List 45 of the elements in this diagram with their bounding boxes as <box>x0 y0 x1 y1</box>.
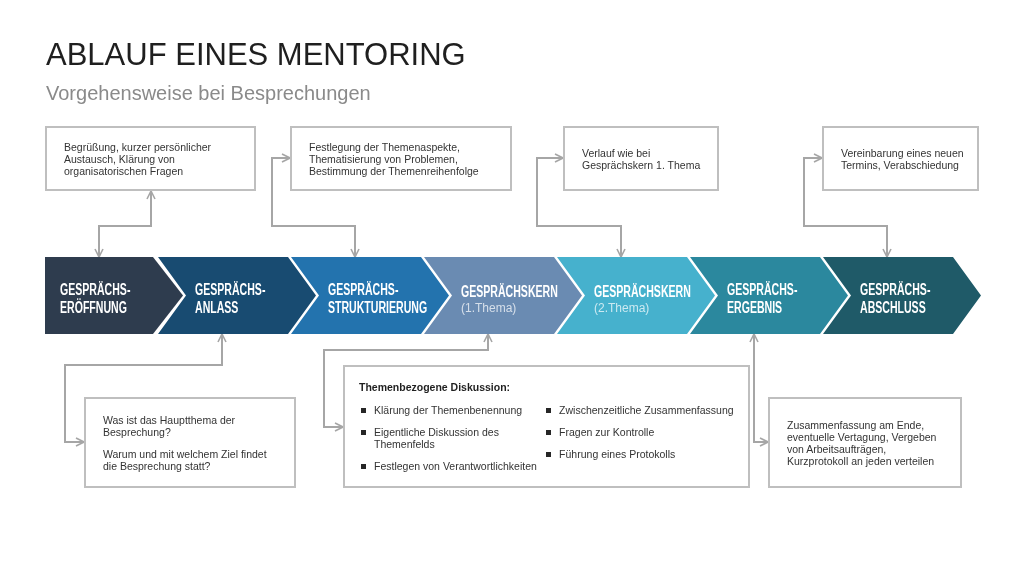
step-subtitle: (1.Thema) <box>461 300 517 315</box>
step-title: GESPRÄCHSKERN <box>461 282 558 301</box>
step-title: GESPRÄCHS- ANLASS <box>195 280 266 317</box>
description-text: Festlegung der Themenaspekte, Thematisierung von Problemen, Bestimmung der Themenreihenfolge <box>309 140 480 177</box>
step-title: GESPRÄCHS- ERÖFFNUNG <box>60 280 131 317</box>
chevron-step <box>557 257 715 334</box>
connector-arrow <box>749 333 769 447</box>
connector-arrow <box>803 153 892 258</box>
chevron-step <box>45 257 183 334</box>
chevron-step <box>823 257 981 334</box>
description-text: Warum und mit welchem Ziel findet die Besprechung statt? <box>103 447 268 472</box>
bullet-text: Zwischenzeitliche Zusammenfassung <box>559 404 734 416</box>
bullet-text: Festlegen von Verantwortlichkeiten <box>374 460 537 472</box>
description-text: Was ist das Hauptthema der Besprechung? <box>103 413 237 438</box>
description-box <box>822 126 979 191</box>
description-text: Zusammenfassung am Ende, eventuelle Vertagung, Vergeben von Arbeitsaufträgen, Kurzprotokoll an jeden verteilen <box>787 418 938 467</box>
chevron-step <box>158 257 316 334</box>
step-title: GESPRÄCHS- STRUKTURIERUNG <box>328 280 428 317</box>
description-box <box>290 126 512 191</box>
description-box <box>768 397 962 488</box>
slide-subtitle: Vorgehensweise bei Besprechungen <box>46 81 371 105</box>
slide-title: ABLAUF EINES MENTORING <box>46 37 466 73</box>
description-text: Verlauf wie bei Gesprächskern 1. Thema <box>582 146 702 171</box>
step-subtitle: (2.Thema) <box>594 300 650 315</box>
bullet-text: Fragen zur Kontrolle <box>559 426 655 438</box>
connector-arrow <box>536 153 626 258</box>
chevron-step <box>291 257 449 334</box>
list-heading: Themenbezogene Diskussion: <box>359 381 511 393</box>
connector-arrow <box>271 153 360 258</box>
bullet-text: Klärung der Themenbenennung <box>374 404 523 416</box>
connector-arrow <box>94 190 156 258</box>
step-title: GESPRÄCHS- ABSCHLUSS <box>860 280 931 317</box>
connector-arrow <box>64 333 227 447</box>
step-title: GESPRÄCHS- ERGEBNIS <box>727 280 798 317</box>
description-box <box>45 126 256 191</box>
bullet-text: Führung eines Protokolls <box>559 448 676 460</box>
description-text: Begrüßung, kurzer persönlicher Austausch, Klärung von organisatorischen Fragen <box>64 140 213 177</box>
description-box <box>563 126 719 191</box>
discussion-box <box>343 365 750 488</box>
connector-arrow <box>323 333 493 432</box>
bullet-text: Eigentliche Diskussion des Themenfelds <box>374 426 500 450</box>
chevron-step <box>690 257 848 334</box>
step-title: GESPRÄCHSKERN <box>594 282 691 301</box>
description-text: Vereinbarung eines neuen Termins, Verabschiedung <box>841 146 965 171</box>
description-box <box>84 397 296 488</box>
